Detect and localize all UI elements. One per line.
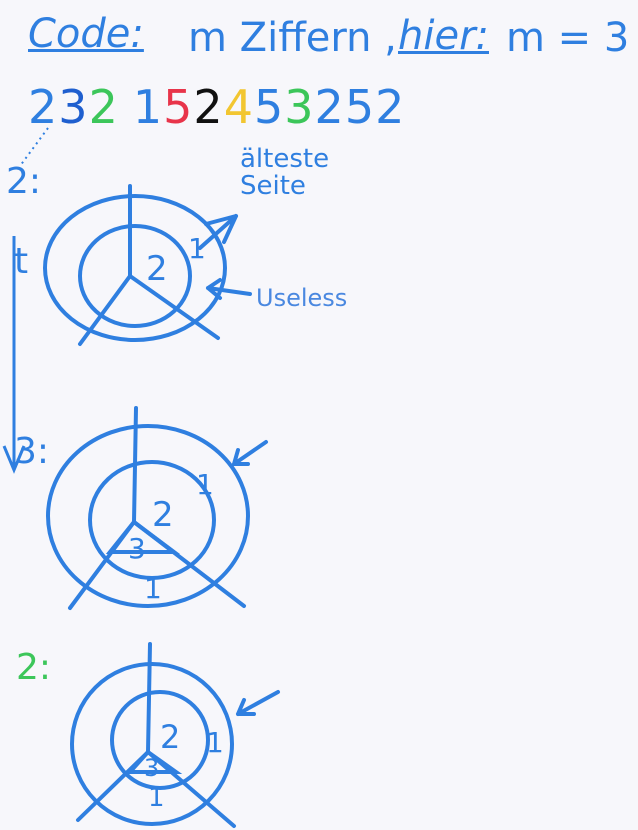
ring-diagram-2: 2 3 1 1 <box>46 406 268 610</box>
sequence-digit: 2 <box>375 80 406 134</box>
sequence-digit: 5 <box>344 80 376 134</box>
center-label: 3 <box>144 754 159 782</box>
sequence-digit: 1 <box>132 80 164 134</box>
inner-label: 2 <box>152 495 174 535</box>
inner-label: 2 <box>160 718 180 756</box>
step-label-3: 2: <box>16 647 52 688</box>
sequence-digit: 4 <box>223 80 254 134</box>
inner-label: 2 <box>146 249 168 289</box>
useless-note: Useless <box>256 284 348 312</box>
outer-label: 1 <box>144 572 162 605</box>
m-value: m = 3 <box>506 15 630 61</box>
ring-diagram-3: 2 3 1 1 <box>70 642 280 828</box>
outer-label: 1 <box>148 783 165 813</box>
step-label-2: 3: <box>14 431 50 472</box>
sequence-digit: 5 <box>163 80 194 134</box>
time-axis-label: t <box>14 241 29 282</box>
outer-label: 1 <box>188 232 206 265</box>
sequence-digit: 5 <box>253 80 285 134</box>
oldest-side-note: älteste Seite <box>240 144 330 202</box>
sequence-digit: 2 <box>193 80 224 134</box>
here-label: hier: <box>398 13 489 59</box>
ring-diagram-1: 2 1 <box>43 184 252 346</box>
sequence-digit: 2 <box>88 80 119 134</box>
digits-count-text: m Ziffern , <box>188 15 397 61</box>
outer-label: 1 <box>196 468 214 501</box>
code-heading: Code: <box>28 11 144 57</box>
step-label-1: 2: <box>6 161 42 202</box>
sequence-digit: 3 <box>284 80 315 134</box>
sequence-digit: 2 <box>28 80 59 134</box>
center-label: 3 <box>128 532 146 565</box>
sequence-digit: 3 <box>58 80 89 134</box>
sequence-digit: 2 <box>314 80 345 134</box>
outer-label: 1 <box>206 726 224 759</box>
